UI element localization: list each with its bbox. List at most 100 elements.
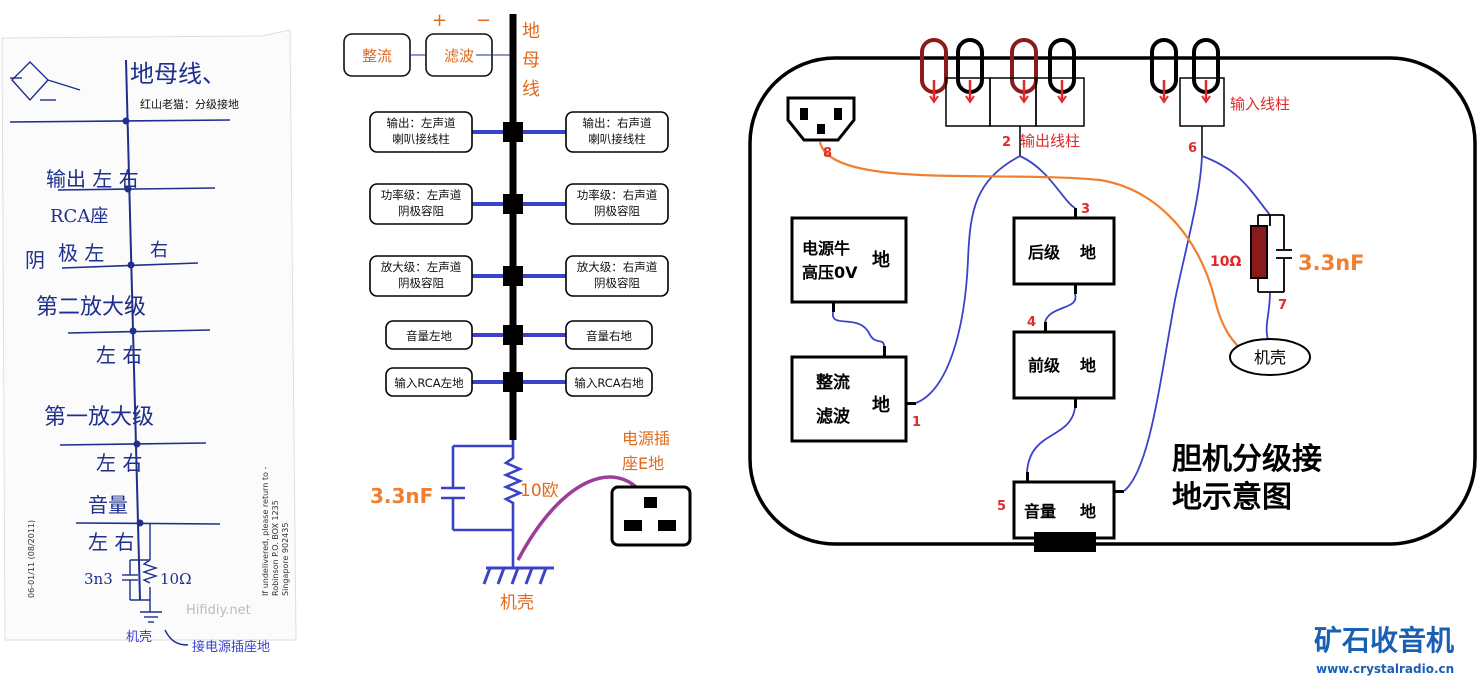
output-terminals [920, 38, 1085, 156]
left-channel-label: 功率级：左声道 [381, 188, 462, 202]
sketch-watermark: Hifidiy.net [186, 603, 251, 618]
socket-label-1: 电源插 [622, 429, 670, 448]
left-channel-box [369, 255, 473, 297]
right-channel-label: 放大级：右声道 [577, 260, 658, 274]
num-4: 4 [1027, 315, 1036, 330]
rectifier-filter-box [790, 355, 908, 443]
psu-transformer-box [790, 216, 908, 304]
num-8: 8 [823, 146, 832, 161]
left-channel-label: 音量左地 [406, 329, 452, 343]
sketch-stage1-lr: 左 右 [96, 451, 142, 475]
volume-label: 音量 [1024, 502, 1056, 521]
filter-label: 滤波 [444, 47, 474, 65]
right-channel-box [565, 183, 669, 225]
rc-network [441, 440, 524, 568]
sketch-volume: 音量 [88, 493, 128, 517]
bus-junction [503, 325, 523, 345]
num-3: 3 [1081, 202, 1090, 217]
sketch-output-row: 输出 左 右 [46, 167, 139, 191]
right-channel-label: 功率级：右声道 [577, 188, 658, 202]
sketch-chassis: 机壳 [126, 630, 152, 645]
chassis-diagram: 输出线柱 输入线柱 电源牛 高压0V 地 整流 滤波 地 后级 地 前级 地 音… [748, 38, 1477, 552]
right-channel-label: 阴极容阻 [594, 276, 640, 290]
right-channel-label: 输出：右声道 [583, 116, 652, 130]
output-terminal-label: 输出线柱 [1020, 132, 1080, 150]
right-channel-label: 阴极容阻 [594, 204, 640, 218]
right-cap-label: 3.3nF [1298, 251, 1365, 275]
rect-box-line-2: 滤波 [816, 406, 851, 427]
num-1: 1 [912, 415, 921, 430]
sketch-cathode-left: 阴 [25, 248, 45, 272]
stamp-line-1: If undelivered, please return to - [261, 467, 270, 596]
bus-junction [503, 266, 523, 286]
handwritten-sketch: 地母线、 红山老猫：分级接地 输出 左 右 RCA座 阴 极 左 右 第二放大级… [1, 29, 297, 655]
sketch-to-socket: 接电源插座地 [192, 639, 270, 655]
pre-stage-label: 前级 [1028, 356, 1061, 375]
mid-chassis-label: 机壳 [500, 593, 534, 613]
sketch-note: 红山老猫：分级接地 [140, 98, 239, 111]
num-7: 7 [1278, 298, 1287, 313]
bus-junction [503, 122, 523, 142]
chassis-outline [748, 56, 1477, 546]
mid-res-label: 10欧 [520, 481, 559, 501]
left-channel-label: 输出：左声道 [387, 116, 456, 130]
diagram-title-line-1: 胆机分级接 [1172, 442, 1322, 477]
diagram-title-line-2: 地示意图 [1172, 480, 1292, 515]
left-channel-box [385, 320, 473, 350]
socket-label-2: 座E地 [622, 454, 664, 473]
psu-box-line-2: 高压0V [802, 263, 858, 282]
sketch-stage2: 第二放大级 [36, 295, 146, 320]
post-stage-box [1012, 216, 1116, 286]
bus-label-3: 线 [522, 79, 540, 100]
left-channel-label: 阴极容阻 [398, 276, 444, 290]
left-channel-box [369, 183, 473, 225]
post-stage-label: 后级 [1028, 243, 1061, 262]
right-channel-label: 音量右地 [586, 329, 632, 343]
post-stage-gnd: 地 [1080, 243, 1096, 262]
left-channel-label: 输入RCA左地 [394, 376, 464, 390]
right-channel-label: 输入RCA右地 [574, 376, 644, 390]
chassis-ground-wire [818, 141, 1246, 353]
bus-label-2: 母 [522, 50, 540, 71]
right-res-label: 10Ω [1210, 254, 1241, 270]
iec-socket-icon [786, 96, 856, 142]
chassis-node [1229, 338, 1311, 376]
bus-junction [503, 194, 523, 214]
bus-diagram: + − 整流 滤波 地 母 线 输出：左声道喇叭接线柱输出：右声道喇叭接线柱功率… [343, 10, 692, 613]
num-2: 2 [1002, 135, 1011, 150]
sketch-stage2-lr: 左 右 [96, 343, 142, 367]
sketch-stage1: 第一放大级 [44, 405, 154, 430]
chassis-ground-icon [482, 566, 554, 585]
sketch-rca-label: RCA座 [50, 206, 108, 227]
minus-sign: − [476, 10, 491, 31]
left-channel-label: 放大级：左声道 [381, 260, 462, 274]
sketch-cathode-mid: 极 左 [58, 241, 104, 265]
stamp-line-3: Singapore 902435 [281, 523, 290, 596]
num-5: 5 [997, 499, 1006, 514]
rect-box-line-1: 整流 [816, 372, 850, 393]
right-channel-box [565, 320, 653, 350]
num-6: 6 [1188, 141, 1197, 156]
sketch-volume-lr: 左 右 [88, 530, 134, 554]
left-channel-box [385, 367, 473, 397]
sketch-res: 10Ω [160, 570, 192, 588]
stamp-line-2: Robinson P.O. BOX 1235 [271, 500, 280, 596]
rectifier-label: 整流 [362, 47, 392, 65]
psu-box-line-1: 电源牛 [802, 239, 850, 258]
mid-cap-label: 3.3nF [370, 484, 433, 508]
plus-sign: + [432, 10, 447, 31]
bus-taps: 输出：左声道喇叭接线柱输出：右声道喇叭接线柱功率级：左声道阴极容阻功率级：右声道… [369, 111, 669, 397]
input-terminal-label: 输入线柱 [1230, 95, 1290, 113]
left-channel-label: 阴极容阻 [398, 204, 444, 218]
left-channel-box [369, 111, 473, 153]
right-chassis-label: 机壳 [1254, 348, 1286, 367]
pre-stage-gnd: 地 [1080, 356, 1096, 375]
brand-url: www.crystalradio.cn [1316, 662, 1454, 676]
volume-gnd: 地 [1080, 502, 1096, 521]
bus-junction [503, 372, 523, 392]
psu-box-gnd: 地 [872, 249, 890, 271]
stamp-line-4: 06-01/11 (08/2011) [27, 520, 36, 598]
brand-name: 矿石收音机 [1314, 624, 1454, 657]
input-terminals [1150, 38, 1225, 156]
